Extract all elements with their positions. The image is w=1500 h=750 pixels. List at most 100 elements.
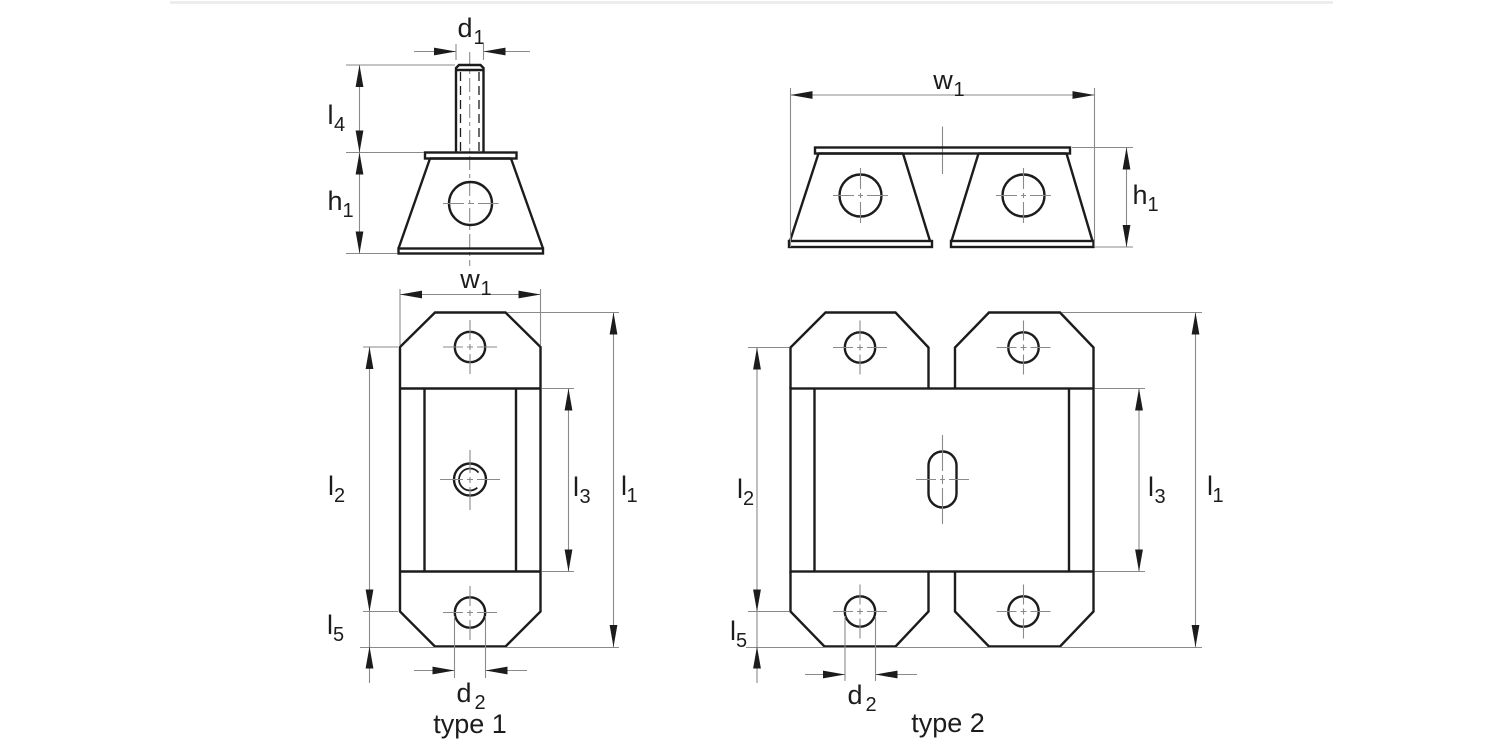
dim-label-w1-subscript: 1 [480,278,491,300]
arrowhead [365,589,374,612]
body-trapezoid [397,157,545,249]
dimension-l2-type1: l 2 [328,346,398,683]
arrowhead [609,625,618,647]
right-base-plate [949,239,1095,249]
dim-label-h1-subscript: 1 [342,200,353,222]
arrowhead [564,388,573,411]
dimension-l5-type1: l 5 [327,610,619,669]
dim-label-l2-subscript: 2 [743,488,754,510]
arrowhead [1191,625,1200,647]
stud-outline [454,63,485,153]
arrowhead [564,549,573,572]
arrowhead [753,646,761,669]
center-slot [927,450,958,509]
dim-label-w1: w [459,264,480,294]
dimension-l2-type2: l 2 [737,346,789,683]
dim-label-l5: l [730,616,736,646]
dimension-h1-type2: h 1 [1072,146,1159,248]
dim-label-d2: d [456,678,471,708]
arrowhead [609,312,618,335]
plate-outline [398,311,542,648]
dim-label-l5-subscript: 5 [333,624,344,646]
type2-side-view: w 1 h 1 [787,65,1159,249]
arrowhead [485,666,508,675]
dim-label-l1-subscript: 1 [1212,485,1223,507]
base-plate [397,247,545,255]
dim-label-d2-subscript: 2 [865,694,876,716]
arrowhead [1191,312,1200,335]
arrowhead [355,130,364,153]
arrowhead [400,290,422,299]
dim-label-l1-subscript: 1 [626,485,637,507]
arrowhead [1122,225,1131,247]
arrowhead [483,47,506,56]
arrowhead [365,646,374,669]
dimension-w1-type2: w 1 [789,65,1096,247]
type1-top-view: w 1 l 2 l 5 l 3 [327,264,638,739]
dimension-l1-type1: l 1 [507,311,638,647]
dim-label-d2-subscript: 2 [474,692,485,714]
left-body-trapezoid [788,152,932,242]
dim-label-l1: l [1207,471,1213,501]
bottom-right-tab [953,571,1095,648]
arrowhead [432,666,455,675]
dimension-l1-type2: l 1 [1062,311,1224,647]
dim-label-w1: w [932,65,953,95]
right-body-trapezoid [950,152,1094,242]
dim-label-l1: l [621,471,627,501]
arrowhead [753,589,761,612]
dim-label-h1: h [327,186,342,216]
arrowhead [365,347,374,369]
top-left-tab [789,311,930,389]
arrowhead [355,231,364,254]
dim-label-d1: d [457,13,472,43]
caption-type1: type 1 [433,709,507,739]
dim-label-l2: l [328,471,334,501]
dim-label-h1: h [1132,180,1147,210]
center-body [789,387,1095,573]
dimension-d2-type2: d 2 [805,616,917,716]
arrowhead [790,91,813,99]
top-plate [813,146,1072,155]
dimension-l3-type2: l 3 [1095,387,1166,573]
dimension-h1-type1: h 1 [327,152,397,255]
arrowhead [1072,91,1095,99]
arrowhead [434,47,456,56]
dim-label-l3-subscript: 3 [579,486,590,508]
left-base-plate [787,239,934,249]
arrowhead [875,670,898,679]
dimension-d1: d 1 [414,13,530,60]
dim-label-l5: l [327,610,333,640]
arrowhead [1122,147,1131,170]
dim-label-h1-subscript: 1 [1147,194,1158,216]
arrowhead [823,670,845,679]
dim-label-l3: l [1148,472,1154,502]
caption-type2: type 2 [911,708,985,738]
dimension-l3-type1: l 3 [542,387,591,573]
dim-label-l3: l [573,472,579,502]
type2-top-view: l 2 l 5 l 3 l 1 [730,311,1224,738]
dim-label-l4: l [328,100,334,130]
arrowhead [355,65,364,87]
body-side-lines [423,388,518,572]
dim-label-l5-subscript: 5 [736,630,747,652]
dim-label-w1-subscript: 1 [953,79,964,101]
dimension-w1-type1: w 1 [399,264,542,345]
body-side-lines [813,388,1071,572]
arrowhead [355,152,364,175]
arrowhead [753,347,761,370]
top-right-tab [953,311,1095,389]
bottom-left-tab [789,571,930,648]
dimension-d2-type1: d 2 [414,616,527,714]
arrowhead [1135,549,1143,572]
dim-label-l4-subscript: 4 [334,114,345,136]
dim-label-d2: d [847,680,862,710]
dim-label-l2: l [737,474,743,504]
dim-label-d1-subscript: 1 [473,27,484,49]
type1-side-view: d 1 l 4 h 1 [327,13,545,266]
dimension-l5-type2: l 5 [730,616,1202,669]
arrowhead [518,290,541,299]
arrowhead [1135,388,1143,411]
